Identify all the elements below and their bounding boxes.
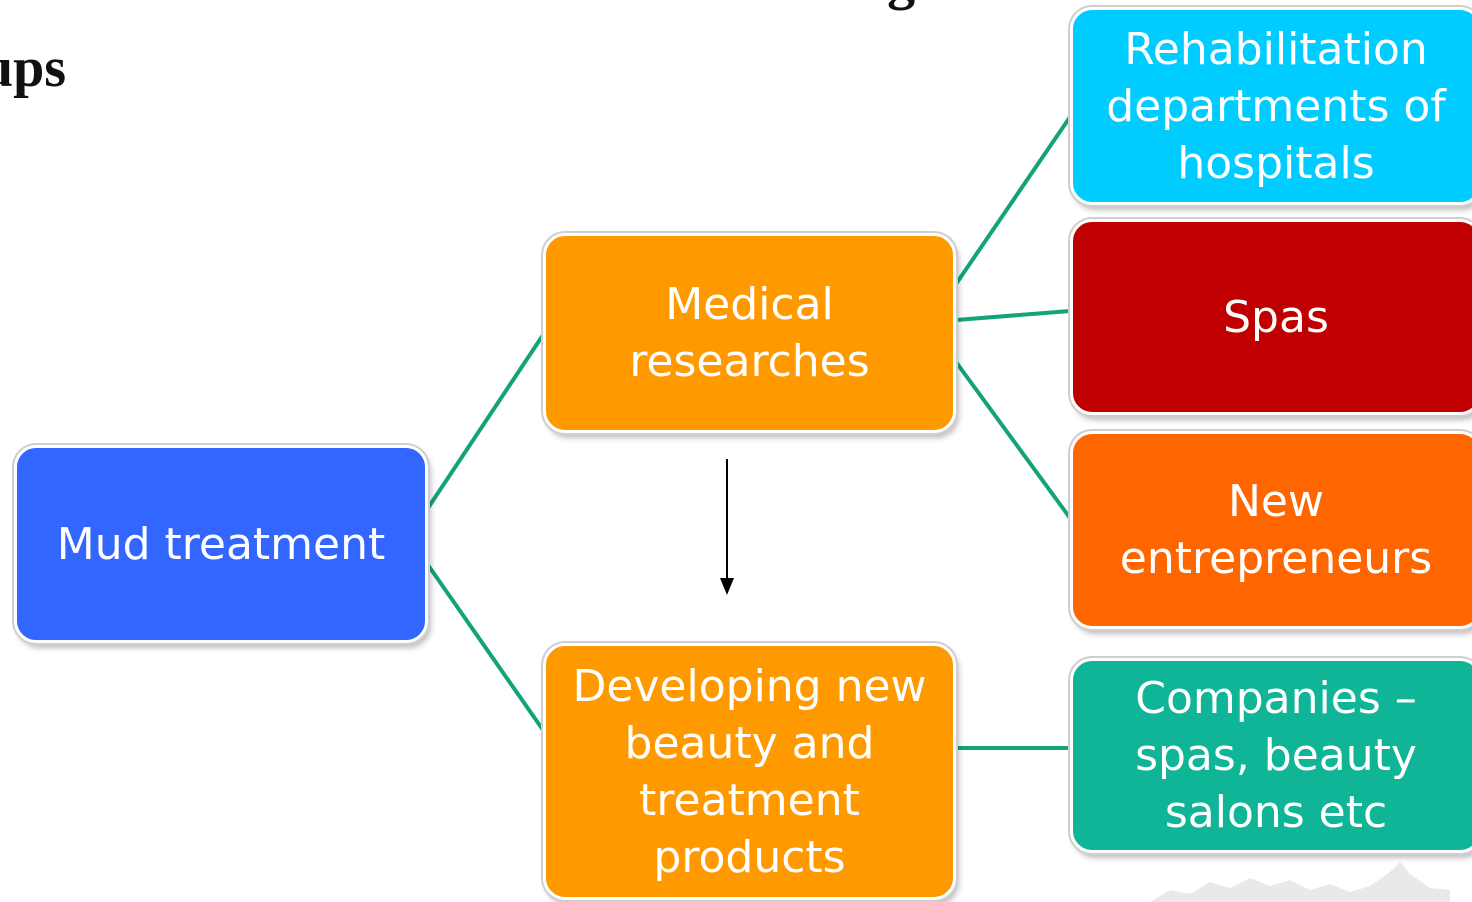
node-developing-products: Developing new beauty and treatment prod…: [543, 643, 956, 900]
slide-title-fragment: and is related to the most suitable targ…: [0, 0, 1100, 22]
node-medical-researches-label: Medical researches: [629, 279, 870, 387]
node-rehabilitation-departments-label: Rehabilitation departments of hospitals: [1106, 23, 1446, 189]
node-spas: Spas: [1070, 219, 1472, 415]
node-mud-treatment-label: Mud treatment: [56, 518, 386, 570]
connector-medical-to-entrepreneurs: [954, 360, 1072, 520]
node-mud-treatment: Mud treatment: [14, 445, 428, 643]
node-rehabilitation-departments: Rehabilitation departments of hospitals: [1070, 7, 1472, 205]
background-watermark-image: [1150, 862, 1450, 902]
node-developing-products-label: Developing new beauty and treatment prod…: [572, 661, 927, 883]
node-companies-label: Companies – spas, beauty salons etc: [1135, 673, 1417, 838]
arrowhead-icon: [720, 578, 734, 595]
node-spas-label: Spas: [1223, 291, 1329, 343]
connector-root-to-developing: [426, 563, 545, 732]
node-new-entrepreneurs-label: New entrepreneurs: [1119, 476, 1433, 584]
slide-title: ups: [0, 37, 67, 99]
node-companies: Companies – spas, beauty salons etc: [1070, 658, 1472, 853]
connector-root-to-medical: [426, 333, 545, 510]
connector-medical-to-rehab: [954, 115, 1072, 286]
node-new-entrepreneurs: New entrepreneurs: [1070, 431, 1472, 629]
node-medical-researches: Medical researches: [543, 233, 956, 433]
connector-medical-to-spas: [955, 309, 1071, 322]
